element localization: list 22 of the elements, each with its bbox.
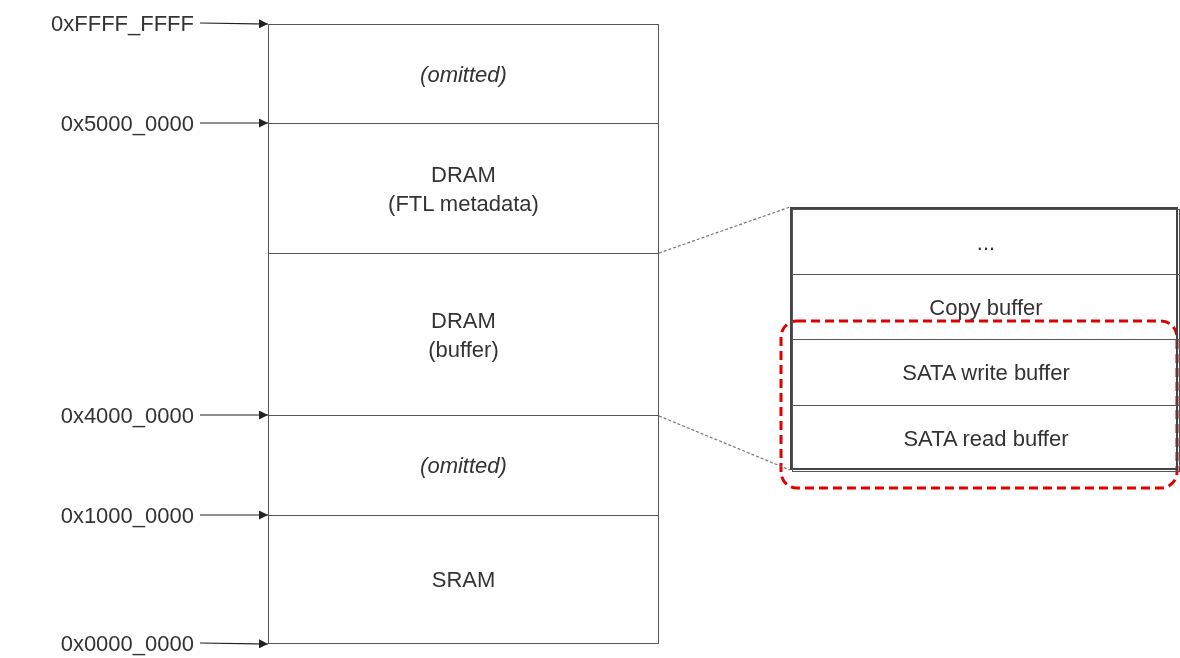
address-label: 0x4000_0000 bbox=[0, 400, 194, 430]
zoom-line bbox=[658, 415, 791, 471]
buffer-region: ... bbox=[792, 209, 1180, 275]
arrow bbox=[199, 118, 269, 128]
arrow bbox=[199, 510, 269, 520]
memory-region: (omitted) bbox=[268, 24, 659, 124]
arrow bbox=[199, 639, 269, 649]
zoom-line bbox=[658, 206, 791, 254]
address-label: 0x5000_0000 bbox=[0, 108, 194, 138]
buffer-region: SATA write buffer bbox=[792, 339, 1180, 406]
address-label: 0xFFFF_FFFF bbox=[0, 8, 194, 38]
address-label: 0x1000_0000 bbox=[0, 500, 194, 530]
memory-region: DRAM (buffer) bbox=[268, 253, 659, 416]
arrow bbox=[199, 410, 269, 420]
address-label: 0x0000_0000 bbox=[0, 628, 194, 658]
arrow bbox=[199, 19, 269, 29]
buffer-stack bbox=[790, 207, 1178, 470]
memory-region: SRAM bbox=[268, 515, 659, 644]
memory-region: DRAM (FTL metadata) bbox=[268, 123, 659, 254]
buffer-region: SATA read buffer bbox=[792, 405, 1180, 472]
memory-region: (omitted) bbox=[268, 415, 659, 516]
buffer-region: Copy buffer bbox=[792, 274, 1180, 340]
